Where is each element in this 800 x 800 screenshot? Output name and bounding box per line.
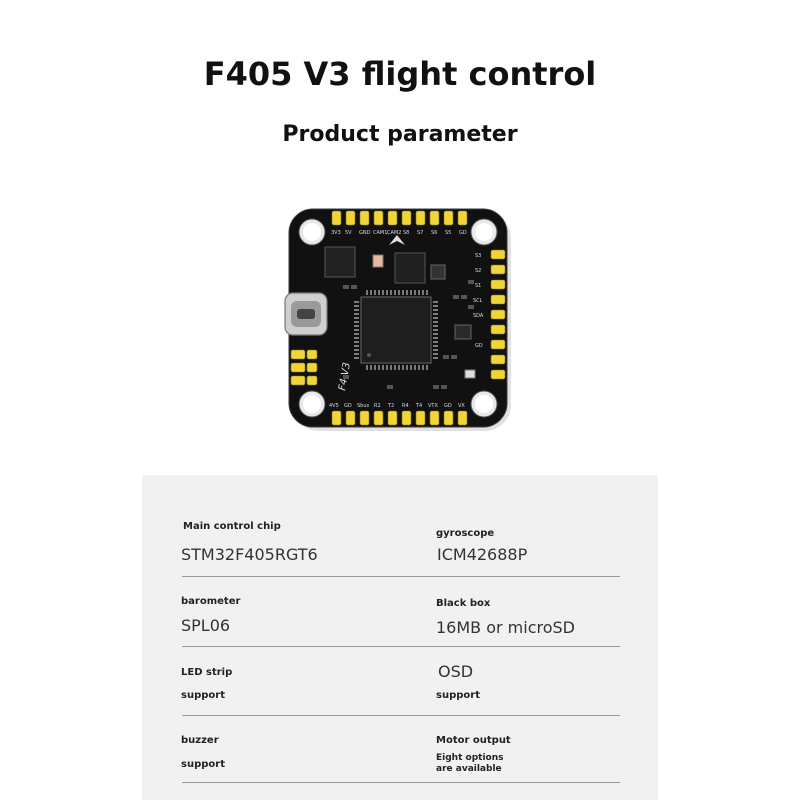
top-pad-label: S6 <box>431 230 437 236</box>
divider <box>182 646 620 647</box>
led-strip-label: LED strip <box>181 667 233 678</box>
barometer-label: barometer <box>181 596 241 607</box>
spec-panel: Main control chip STM32F405RGT6 gyroscop… <box>142 475 658 800</box>
page-title: F405 V3 flight control <box>203 55 597 93</box>
buzzer-label: buzzer <box>181 735 219 746</box>
osd-value: support <box>436 690 480 701</box>
barometer-value: SPL06 <box>181 616 231 635</box>
side-pad-label: SDA <box>473 313 484 319</box>
main-chip-value: STM32F405RGT6 <box>181 545 318 564</box>
gyroscope-label: gyroscope <box>436 528 495 539</box>
black-box-label: Black box <box>436 598 491 609</box>
side-pad-label: S2 <box>475 268 481 274</box>
board-silk-name: F4 V3 <box>337 362 353 392</box>
top-pad-label: GD <box>459 230 467 236</box>
top-pad-label: CAM2 <box>387 230 401 236</box>
bottom-pad-label: R4 <box>402 403 409 409</box>
main-chip-label: Main control chip <box>183 521 281 532</box>
side-pad-label: S3 <box>475 253 481 259</box>
side-pad-label: GD <box>475 343 483 349</box>
bottom-pad-label: GD <box>344 403 352 409</box>
bottom-pad-label: Sbus <box>357 403 370 409</box>
motor-output-value-line1: Eight options <box>436 753 504 763</box>
bottom-pad-label: GD <box>444 403 452 409</box>
divider <box>182 782 620 783</box>
top-pad-label: CAM1 <box>373 230 387 236</box>
top-pad-label: GND <box>359 230 371 236</box>
bottom-pad-label: 4V5 <box>329 403 339 409</box>
motor-output-label: Motor output <box>436 735 511 746</box>
divider <box>182 715 620 716</box>
motor-output-value-line2: are available <box>436 764 502 774</box>
divider <box>182 576 620 577</box>
top-pad-label: 5V <box>345 230 352 236</box>
side-pad-label: S1 <box>475 283 481 289</box>
bottom-pad-label: T2 <box>387 403 394 409</box>
top-pad-label: S5 <box>445 230 451 236</box>
gyroscope-value: ICM42688P <box>437 545 528 564</box>
top-pad-label: S8 <box>403 230 409 236</box>
black-box-value: 16MB or microSD <box>436 618 575 637</box>
flight-controller-board-image: F4 V3 3V3 5V GND CAM1 CAM2 S8 S7 S6 S5 G… <box>283 205 518 435</box>
top-pad-label: S7 <box>417 230 423 236</box>
page-subtitle: Product parameter <box>282 122 518 147</box>
bottom-pad-label: T4 <box>415 403 422 409</box>
top-pad-label: 3V3 <box>331 230 341 236</box>
side-pad-label: SCL <box>473 298 483 304</box>
bottom-pad-label: R2 <box>374 403 381 409</box>
buzzer-value: support <box>181 759 225 770</box>
led-strip-value: support <box>181 690 225 701</box>
osd-label: OSD <box>438 662 474 681</box>
bottom-pad-label: VX <box>458 403 465 409</box>
bottom-pad-label: VTX <box>428 403 438 409</box>
